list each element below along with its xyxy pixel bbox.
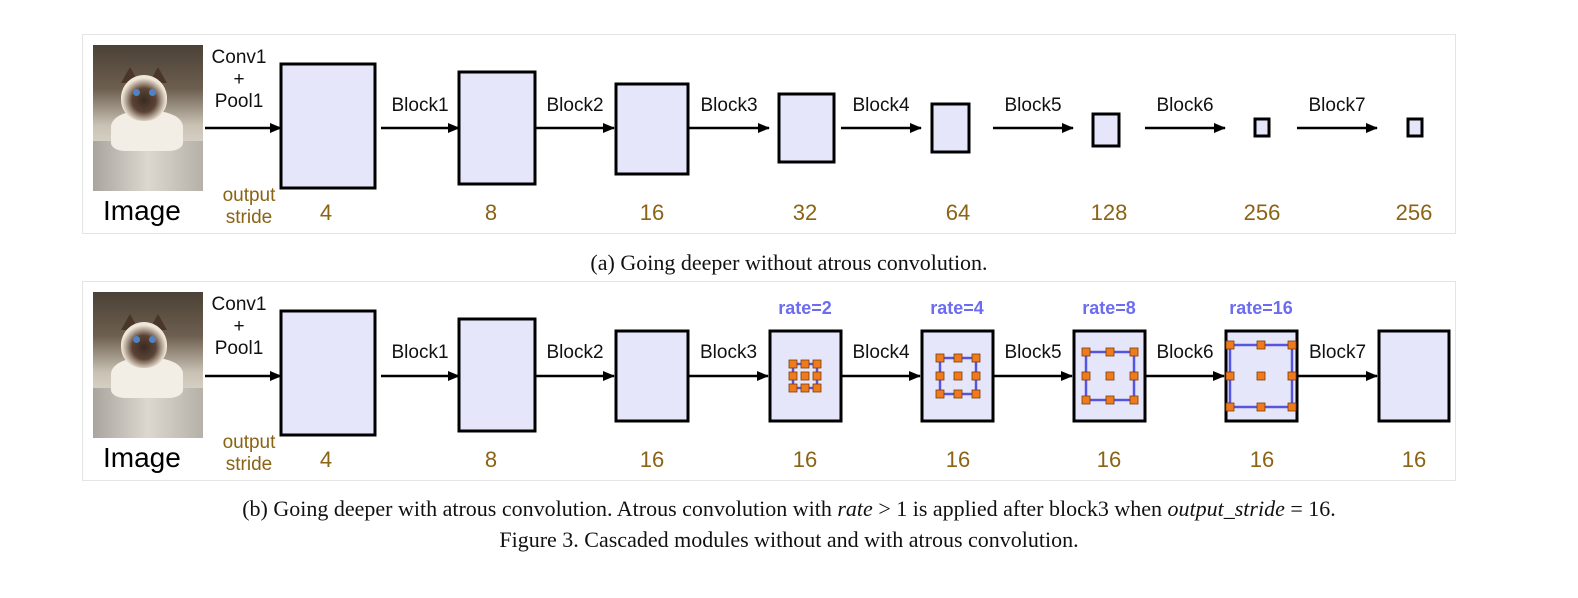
stride-value: 16 bbox=[793, 447, 817, 472]
caption-a: (a) Going deeper without atrous convolut… bbox=[590, 250, 988, 275]
atrous-kernel-dot bbox=[812, 383, 822, 393]
block-label: Block5 bbox=[1004, 95, 1061, 116]
feature-map-box bbox=[1091, 112, 1121, 148]
input-cat-image bbox=[93, 292, 203, 438]
atrous-kernel-dot bbox=[1256, 402, 1266, 412]
stride-value: 4 bbox=[320, 200, 332, 225]
atrous-kernel-dot bbox=[953, 389, 963, 399]
output-stride-label: output stride bbox=[222, 432, 276, 475]
rate-label: rate=4 bbox=[930, 298, 984, 318]
feature-map-box bbox=[279, 309, 377, 437]
block-label: Block4 bbox=[852, 95, 909, 116]
atrous-kernel-dot bbox=[1105, 371, 1115, 381]
block-label: Block7 bbox=[1308, 95, 1365, 116]
diagram-a-flow: 4 8 16 32 64 128 256 256 Block1 Block2 Block3 Block… bbox=[205, 62, 1433, 225]
panel-without-atrous: Image Conv1 + Pool1 output stride 4 8 16 32… bbox=[82, 34, 1456, 234]
feature-map-box bbox=[1253, 117, 1271, 138]
feature-map-box bbox=[1406, 117, 1424, 138]
image-label: Image bbox=[103, 442, 181, 473]
feature-map-box bbox=[457, 70, 537, 186]
atrous-kernel-dot bbox=[971, 353, 981, 363]
rate-label: rate=2 bbox=[778, 298, 832, 318]
stride-value: 16 bbox=[1097, 447, 1121, 472]
atrous-kernel-dot bbox=[1105, 395, 1115, 405]
block-label: Block7 bbox=[1309, 342, 1366, 363]
rate-label: rate=8 bbox=[1082, 298, 1136, 318]
feature-map-box bbox=[1377, 329, 1451, 423]
block-label: Block5 bbox=[1004, 342, 1061, 363]
atrous-kernel-dot bbox=[935, 389, 945, 399]
atrous-kernel-dot bbox=[1129, 395, 1139, 405]
atrous-kernel-dot bbox=[812, 359, 822, 369]
block-label: Block6 bbox=[1156, 342, 1213, 363]
input-cat-image bbox=[93, 45, 203, 191]
block-label: Block2 bbox=[546, 95, 603, 116]
stride-value: 32 bbox=[793, 200, 817, 225]
stride-value: 16 bbox=[1250, 447, 1274, 472]
block-label: Block1 bbox=[391, 95, 448, 116]
caption-b: (b) Going deeper with atrous convolution… bbox=[242, 496, 1336, 521]
panel-with-atrous: Image Conv1 + Pool1 output stride 4 8 16 16… bbox=[82, 281, 1456, 481]
stride-value: 256 bbox=[1396, 200, 1433, 225]
atrous-kernel-dot bbox=[1081, 347, 1091, 357]
atrous-kernel-dot bbox=[1081, 371, 1091, 381]
feature-map-box bbox=[777, 92, 836, 164]
atrous-kernel-dot bbox=[1287, 371, 1297, 381]
stride-value: 8 bbox=[485, 200, 497, 225]
stride-value: 64 bbox=[946, 200, 970, 225]
stride-value: 8 bbox=[485, 447, 497, 472]
conv1-pool1-label: Conv1 + Pool1 bbox=[211, 294, 267, 359]
block-label: Block1 bbox=[391, 342, 448, 363]
output-stride-label: output stride bbox=[222, 185, 276, 228]
stride-value: 4 bbox=[320, 447, 332, 472]
block-label: Block6 bbox=[1156, 95, 1213, 116]
atrous-kernel-dot bbox=[935, 353, 945, 363]
atrous-kernel-dot bbox=[1225, 402, 1235, 412]
atrous-kernel-dot bbox=[1129, 347, 1139, 357]
block-label: Block2 bbox=[546, 342, 603, 363]
block-label: Block3 bbox=[700, 95, 757, 116]
atrous-kernel-dot bbox=[1287, 402, 1297, 412]
atrous-kernel-dot bbox=[1287, 340, 1297, 350]
stride-value: 16 bbox=[946, 447, 970, 472]
atrous-kernel-dot bbox=[935, 371, 945, 381]
atrous-kernel-dot bbox=[1105, 347, 1115, 357]
atrous-kernel-dot bbox=[1225, 371, 1235, 381]
atrous-kernel-dot bbox=[788, 359, 798, 369]
atrous-kernel-dot bbox=[1256, 371, 1266, 381]
feature-map-box bbox=[768, 329, 843, 423]
atrous-kernel-dot bbox=[971, 389, 981, 399]
conv1-pool1-label: Conv1 + Pool1 bbox=[211, 47, 267, 112]
feature-map-box bbox=[930, 102, 971, 154]
atrous-kernel-dot bbox=[1081, 395, 1091, 405]
feature-map-box bbox=[279, 62, 377, 190]
atrous-kernel-dot bbox=[1129, 371, 1139, 381]
atrous-kernel-dot bbox=[812, 371, 822, 381]
stride-value: 16 bbox=[1402, 447, 1426, 472]
block-label: Block4 bbox=[852, 342, 909, 363]
atrous-kernel-dot bbox=[971, 371, 981, 381]
rate-label: rate=16 bbox=[1229, 298, 1293, 318]
stride-value: 16 bbox=[640, 200, 664, 225]
block-label: Block3 bbox=[700, 342, 757, 363]
figure-caption: Figure 3. Cascaded modules without and w… bbox=[499, 527, 1079, 552]
feature-map-box bbox=[614, 82, 690, 176]
atrous-kernel-dot bbox=[800, 383, 810, 393]
atrous-kernel-dot bbox=[788, 371, 798, 381]
atrous-kernel-dot bbox=[953, 353, 963, 363]
image-label: Image bbox=[103, 195, 181, 226]
atrous-kernel-dot bbox=[1256, 340, 1266, 350]
atrous-kernel-dot bbox=[788, 383, 798, 393]
atrous-kernel-dot bbox=[800, 359, 810, 369]
feature-map-box bbox=[614, 329, 690, 423]
diagram-b-flow: 4 8 16 16 16 16 16 16 Block1 Block2 Block3 Block4 Bl… bbox=[205, 298, 1451, 472]
atrous-kernel-dot bbox=[953, 371, 963, 381]
stride-value: 128 bbox=[1091, 200, 1128, 225]
atrous-kernel-dot bbox=[1225, 340, 1235, 350]
stride-value: 256 bbox=[1244, 200, 1281, 225]
feature-map-box bbox=[457, 317, 537, 433]
atrous-kernel-dot bbox=[800, 371, 810, 381]
stride-value: 16 bbox=[640, 447, 664, 472]
